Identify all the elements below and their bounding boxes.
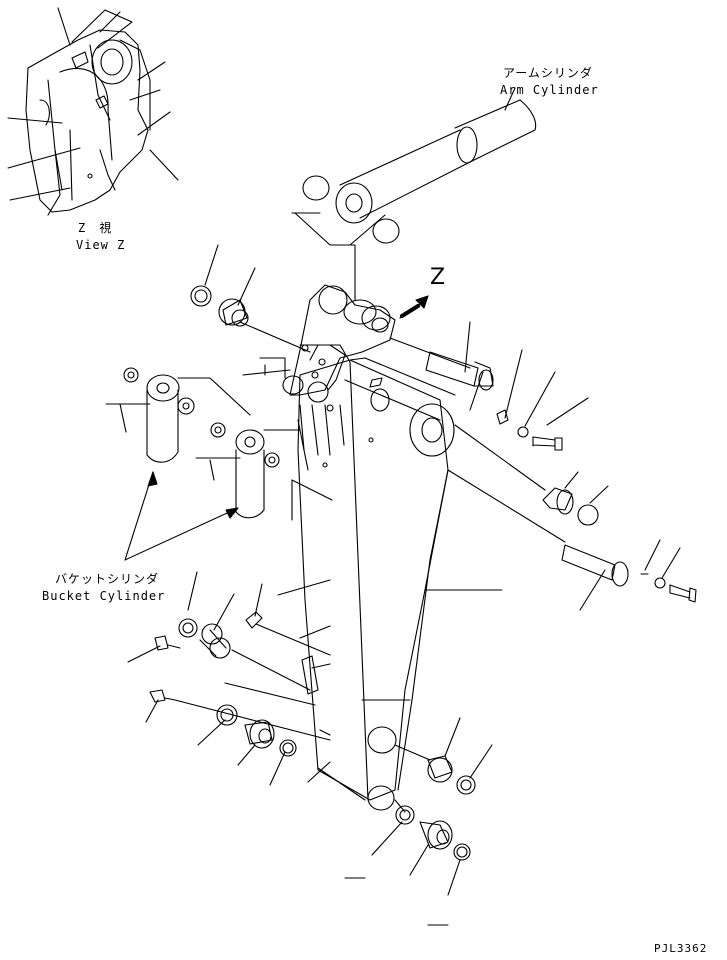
upper-bushing bbox=[190, 244, 311, 379]
upper-right-pin-group bbox=[389, 321, 609, 526]
view-z-inset bbox=[7, 7, 179, 216]
z-direction-arrow bbox=[399, 295, 429, 319]
drawing-code: PJL3362 bbox=[654, 942, 708, 955]
lower-right-bushings bbox=[344, 717, 493, 926]
arm-cylinder bbox=[291, 87, 537, 301]
view-z-label-en: View Z bbox=[76, 238, 126, 252]
bucket-cylinder-label-en: Bucket Cylinder bbox=[42, 589, 166, 603]
bucket-cylinder bbox=[105, 367, 301, 561]
arm-body bbox=[297, 357, 456, 811]
arm-cylinder-label-en: Arm Cylinder bbox=[500, 83, 599, 97]
arm-cylinder-label-jp: アームシリンダ bbox=[503, 66, 593, 80]
lower-right-pin-group bbox=[424, 469, 697, 611]
lower-left-parts bbox=[127, 479, 333, 786]
view-z-label-jp: Z 視 bbox=[78, 221, 113, 235]
z-marker-label: Z bbox=[430, 265, 446, 290]
bucket-cylinder-label-jp: バケットシリンダ bbox=[55, 572, 160, 586]
